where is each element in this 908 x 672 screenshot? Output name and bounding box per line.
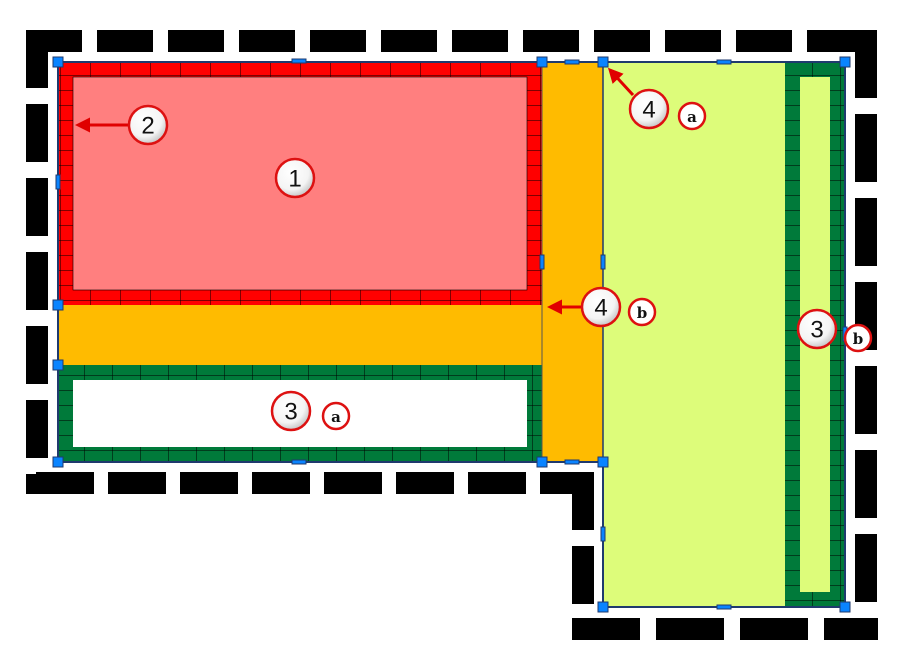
callout-3a: 3 a — [270, 390, 351, 432]
callout-number: 4 — [642, 97, 655, 124]
edge-handle[interactable] — [600, 526, 606, 542]
handle[interactable] — [52, 299, 64, 311]
handle[interactable] — [52, 359, 64, 371]
edge-handle[interactable] — [716, 59, 732, 65]
callout-1: 1 — [274, 157, 316, 199]
edge-handle[interactable] — [291, 58, 307, 64]
callout-number: 1 — [288, 166, 301, 193]
callout-letter: b — [637, 304, 648, 322]
handle[interactable] — [52, 56, 64, 68]
callout-number: 4 — [594, 295, 607, 322]
callout-number: 3 — [810, 317, 823, 344]
callout-4a: 4 a — [628, 88, 707, 131]
orange-strip-horizontal — [58, 305, 542, 365]
edge-handle[interactable] — [564, 459, 580, 465]
edge-handle[interactable] — [564, 59, 580, 65]
handle[interactable] — [536, 456, 548, 468]
callout-4b: 4 b — [580, 286, 657, 328]
edge-handle[interactable] — [291, 459, 307, 465]
orange-strip-vertical-4b — [541, 61, 604, 463]
handle[interactable] — [536, 56, 548, 68]
callout-2: 2 — [127, 104, 169, 146]
handle[interactable] — [597, 56, 609, 68]
outer-walls — [26, 30, 878, 640]
handle[interactable] — [52, 456, 64, 468]
arrow-4a — [607, 67, 635, 97]
callout-letter: b — [853, 330, 864, 348]
handle[interactable] — [597, 456, 609, 468]
edge-handle[interactable] — [716, 604, 732, 610]
handle[interactable] — [839, 56, 851, 68]
callout-number: 3 — [284, 399, 297, 426]
callout-number: 2 — [141, 113, 154, 140]
callout-letter: a — [331, 408, 341, 426]
handle[interactable] — [597, 601, 609, 613]
handle[interactable] — [839, 601, 851, 613]
callout-3b: 3 b — [796, 308, 873, 353]
callout-letter: a — [687, 108, 697, 126]
edge-handle[interactable] — [600, 254, 606, 270]
edge-handle[interactable] — [55, 174, 61, 190]
edge-handle[interactable] — [539, 254, 545, 270]
